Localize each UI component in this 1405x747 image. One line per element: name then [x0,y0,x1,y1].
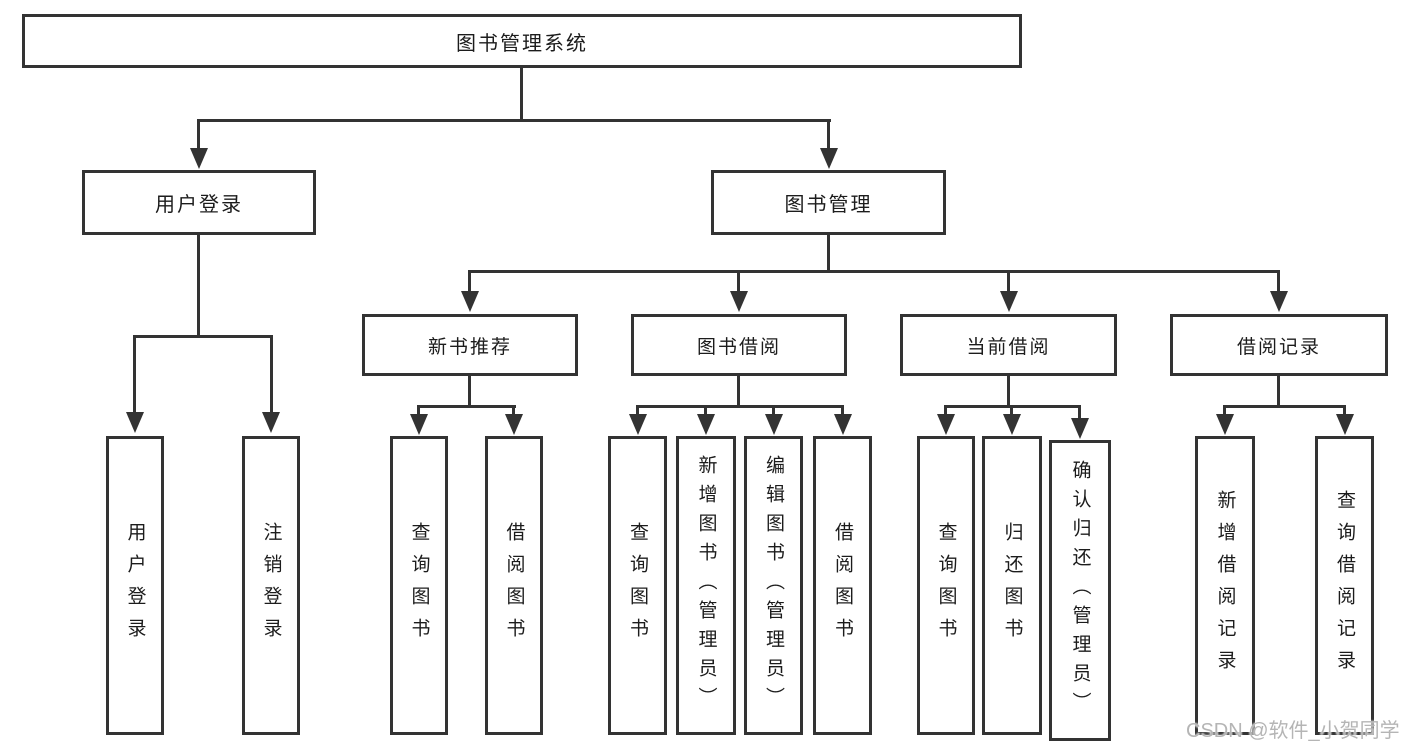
connector-line [468,376,471,407]
leaf-query-books-current: 查询图书 [917,436,975,735]
connector-line [1343,405,1346,415]
arrow-down-icon [765,414,783,435]
arrow-down-icon [937,414,955,435]
connector-line [1010,405,1013,415]
arrow-down-icon [1270,291,1288,312]
connector-line [133,335,273,338]
connector-line [944,405,947,415]
connector-line [468,270,471,294]
arrow-down-icon [1216,414,1234,435]
connector-line [133,335,136,413]
connector-line [827,119,830,149]
node-borrow-records: 借阅记录 [1170,314,1388,376]
connector-line [417,405,420,415]
leaf-confirm-return-admin-label: 确认归还（管理员） [1069,460,1091,721]
leaf-query-borrow-record: 查询借阅记录 [1315,436,1374,735]
connector-line [1078,405,1081,419]
connector-line [197,235,200,335]
node-book-borrow-label: 图书借阅 [696,336,781,358]
connector-line [737,270,740,294]
connector-line [1007,376,1010,407]
leaf-user-login: 用户登录 [106,436,164,735]
leaf-add-borrow-record-label: 新增借阅记录 [1214,489,1236,682]
arrow-down-icon [1336,414,1354,435]
node-current-borrow: 当前借阅 [900,314,1117,376]
connector-line [704,405,707,415]
leaf-add-book-admin-label: 新增图书（管理员） [695,455,717,716]
connector-line [737,376,740,407]
leaf-query-books-borrow: 查询图书 [608,436,667,735]
leaf-query-books-recommend-label: 查询图书 [408,521,430,650]
watermark-text: CSDN @软件_小贺同学 [1186,720,1400,742]
arrow-down-icon [1003,414,1021,435]
arrow-down-icon [697,414,715,435]
connector-line [197,119,200,149]
arrow-down-icon [126,412,144,433]
connector-line [520,68,523,119]
connector-line [1223,405,1346,408]
connector-line [1277,376,1280,407]
connector-line [1007,270,1010,294]
leaf-edit-book-admin: 编辑图书（管理员） [744,436,803,735]
leaf-logout-label: 注销登录 [260,521,282,650]
node-user-login: 用户登录 [82,170,316,235]
node-book-management-label: 图书管理 [784,194,873,216]
node-current-borrow-label: 当前借阅 [966,336,1051,358]
leaf-logout: 注销登录 [242,436,300,735]
connector-line [468,270,1280,273]
node-root: 图书管理系统 [22,14,1022,68]
leaf-borrow-books-recommend: 借阅图书 [485,436,543,735]
connector-line [270,335,273,413]
arrow-down-icon [262,412,280,433]
connector-line [827,235,830,272]
arrow-down-icon [1000,291,1018,312]
leaf-borrow-books-label: 借阅图书 [832,521,853,650]
connector-line [1223,405,1226,415]
node-new-book-recommend: 新书推荐 [362,314,578,376]
node-book-borrow: 图书借阅 [631,314,847,376]
leaf-add-book-admin: 新增图书（管理员） [676,436,736,735]
leaf-query-books-current-label: 查询图书 [935,521,957,650]
leaf-user-login-label: 用户登录 [124,521,146,650]
connector-line [841,405,844,415]
arrow-down-icon [834,414,852,435]
leaf-borrow-books: 借阅图书 [813,436,872,735]
node-borrow-records-label: 借阅记录 [1236,336,1321,358]
leaf-query-books-recommend: 查询图书 [390,436,448,735]
node-book-management: 图书管理 [711,170,946,235]
connector-line [197,119,831,122]
leaf-add-borrow-record: 新增借阅记录 [1195,436,1255,735]
arrow-down-icon [629,414,647,435]
connector-line [1277,270,1280,294]
node-root-label: 图书管理系统 [456,32,588,55]
arrow-down-icon [1071,418,1089,439]
node-new-book-recommend-label: 新书推荐 [427,336,512,358]
arrow-down-icon [820,148,838,169]
arrow-down-icon [505,414,523,435]
leaf-query-borrow-record-label: 查询借阅记录 [1334,489,1355,682]
connector-line [636,405,844,408]
leaf-edit-book-admin-label: 编辑图书（管理员） [763,455,784,716]
leaf-confirm-return-admin: 确认归还（管理员） [1049,440,1111,741]
leaf-borrow-books-recommend-label: 借阅图书 [503,521,525,650]
connector-line [512,405,515,415]
arrow-down-icon [190,148,208,169]
leaf-return-book-label: 归还图书 [1001,521,1023,650]
connector-line [417,405,516,408]
arrow-down-icon [410,414,428,435]
leaf-return-book: 归还图书 [982,436,1042,735]
arrow-down-icon [461,291,479,312]
node-user-login-label: 用户登录 [155,194,243,216]
leaf-query-books-borrow-label: 查询图书 [627,521,648,650]
connector-line [636,405,639,415]
arrow-down-icon [730,291,748,312]
connector-line [772,405,775,415]
